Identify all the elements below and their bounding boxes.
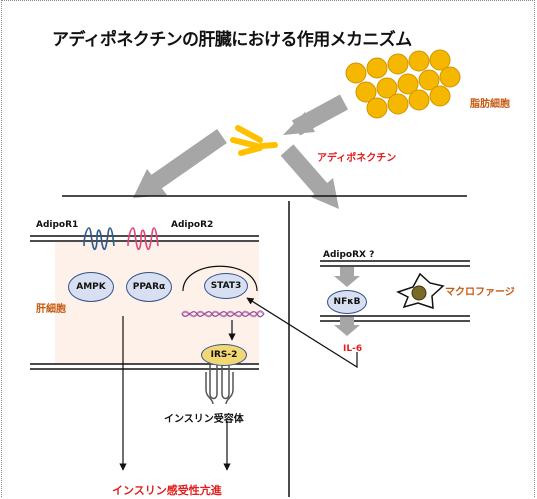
- adiponectin-molecule: [230, 125, 278, 156]
- arrow-to-hepatocyte: [133, 129, 227, 198]
- adiporx-label: AdipoRX ?: [323, 250, 375, 260]
- arrow-to-macrophage: [280, 144, 339, 209]
- adipor2-receptor: [127, 227, 159, 251]
- macrophage-nucleus: [411, 285, 427, 301]
- nuclear-envelope: [182, 265, 258, 292]
- adipor1-label: AdipoR1: [36, 220, 79, 230]
- adipor2-label: AdipoR2: [171, 220, 214, 230]
- hepatocyte-label: 肝細胞: [36, 304, 66, 315]
- secretion-arrow: [283, 94, 349, 136]
- irs2-node: IRS-2: [201, 344, 247, 366]
- adipocyte-label: 脂肪細胞: [470, 99, 510, 110]
- nfkb-node: NFκB: [327, 290, 367, 314]
- macrophage-label: マクロファージ: [445, 287, 515, 298]
- adipocyte-cluster: [345, 49, 461, 119]
- il6-label: IL-6: [343, 344, 363, 354]
- il6-release-arrow: [334, 317, 360, 336]
- insulin-sensitivity-label: インスリン感受性亢進: [112, 484, 222, 497]
- adiporx-signal-arrow: [334, 267, 360, 287]
- ampk-node: AMPK: [68, 272, 114, 302]
- il6-to-stat3-arrow: [246, 297, 358, 369]
- ppara-node: PPARα: [126, 272, 172, 302]
- diagram-title: アディポネクチンの肝臓における作用メカニズム: [52, 30, 412, 50]
- adiponectin-label: アディポネクチン: [317, 153, 397, 164]
- stat3-node: STAT3: [204, 273, 248, 299]
- insulin-receptor-label: インスリン受容体: [164, 414, 244, 425]
- insulin-receptor: [205, 362, 234, 405]
- adipor1-receptor: [83, 227, 115, 251]
